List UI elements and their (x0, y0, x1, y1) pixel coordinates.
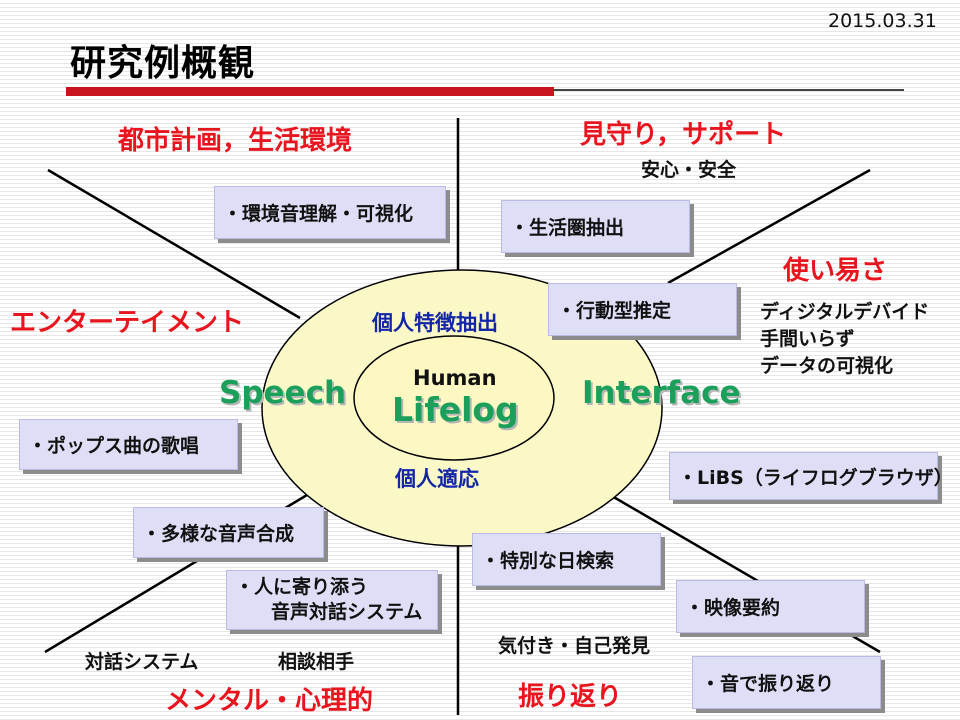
category-entertainment: エンターテイメント (10, 308, 245, 338)
category-mental: メンタル・心理的 (165, 686, 374, 716)
note-dialog-system: 対話システム (85, 651, 199, 673)
axis-diag-top-left (47, 168, 301, 320)
note-effortless: 手間いらず (760, 328, 855, 350)
box-pops: ・ポップス曲の歌唱 (19, 419, 238, 470)
box-dialog: ・人に寄り添う 音声対話システム (226, 570, 438, 630)
box-diverse-voice: ・多様な音声合成 (133, 507, 324, 558)
box-dialog-line2: 音声対話システム (271, 601, 423, 623)
label-speech: Speech (219, 375, 347, 411)
box-special-day: ・特別な日検索 (472, 533, 661, 586)
box-env-sound-label: ・環境音理解・可視化 (223, 203, 414, 225)
category-reflection: 振り返り (518, 682, 623, 712)
category-usability: 使い易さ (783, 256, 888, 286)
label-lifelog: Lifelog (392, 390, 519, 429)
category-urban-planning: 都市計画，生活環境 (118, 126, 353, 156)
date-label: 2015.03.31 (828, 10, 937, 32)
box-diverse-voice-label: ・多様な音声合成 (142, 523, 295, 545)
inner-ellipse (353, 335, 555, 461)
box-living-area-label: ・生活圏抽出 (510, 217, 625, 239)
category-watch-support: 見守り，サポート (580, 120, 787, 150)
box-video-summary-label: ・映像要約 (685, 597, 781, 619)
title-rule-line (554, 89, 904, 91)
box-sound-reflect: ・音で振り返り (692, 656, 881, 709)
box-special-day-label: ・特別な日検索 (481, 550, 615, 572)
box-video-summary: ・映像要約 (676, 580, 865, 633)
box-env-sound: ・環境音理解・可視化 (214, 186, 446, 239)
label-interface: Interface (582, 375, 741, 411)
box-behavior-label: ・行動型推定 (557, 300, 672, 322)
box-pops-label: ・ポップス曲の歌唱 (28, 435, 200, 457)
box-libs: ・LiBS（ライフログブラウザ） (669, 452, 953, 500)
note-consultation: 相談相手 (278, 651, 355, 673)
title-underline-bar (66, 87, 554, 96)
box-behavior: ・行動型推定 (548, 283, 737, 336)
label-human: Human (413, 366, 497, 390)
slide-title: 研究例概観 (70, 43, 256, 84)
axis-diag-top-right (667, 168, 871, 285)
label-personal-feature: 個人特徴抽出 (372, 311, 498, 335)
note-awareness: 気付き・自己発見 (498, 635, 651, 657)
box-dialog-line1: ・人に寄り添う (235, 576, 369, 598)
box-living-area: ・生活圏抽出 (501, 200, 690, 253)
note-safety: 安心・安全 (641, 159, 737, 181)
note-digital-divide: ディジタルデバイド (760, 301, 930, 323)
box-sound-reflect-label: ・音で振り返り (701, 673, 835, 695)
label-personal-adapt: 個人適応 (395, 467, 479, 491)
box-libs-label: ・LiBS（ライフログブラウザ） (678, 466, 953, 489)
note-data-visualization: データの可視化 (760, 355, 894, 377)
